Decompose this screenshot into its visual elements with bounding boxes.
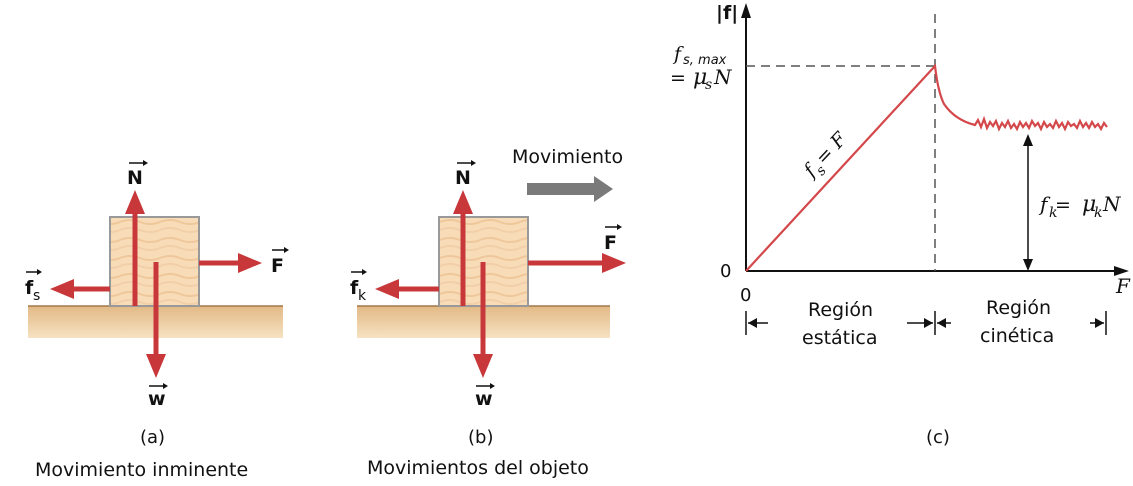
svg-text:s, max: s, max	[683, 53, 727, 68]
static-friction-sub-a: s	[33, 288, 40, 304]
region-kinetic-line2: cinética	[980, 325, 1054, 347]
normal-force-label-b: N	[455, 167, 471, 189]
svg-text:=: =	[1055, 194, 1071, 216]
normal-force-arrow-a	[125, 190, 145, 306]
applied-force-arrow-b	[528, 253, 626, 273]
svg-text:μ: μ	[693, 65, 707, 90]
x-origin-label: 0	[740, 285, 751, 306]
panel-b: Movimiento N w F	[350, 146, 626, 479]
kinetic-friction-arrow-b	[375, 279, 439, 299]
fsmax-label: f s, max = μ s N	[670, 43, 733, 93]
y-axis	[741, 3, 751, 271]
caption-a: (a)	[140, 427, 165, 448]
svg-text:s: s	[705, 77, 712, 93]
kinetic-friction-label-b: f	[350, 277, 359, 299]
applied-force-arrow-a	[199, 253, 262, 273]
panel-a: N w F f s (a) Movimiento inminente	[25, 160, 289, 481]
x-axis	[746, 266, 1129, 276]
svg-text:μ: μ	[1082, 192, 1096, 217]
motion-label: Movimiento	[512, 146, 623, 168]
applied-force-label-a: F	[271, 255, 284, 277]
region-static-line1: Región	[808, 299, 873, 321]
svg-text:k: k	[1049, 205, 1057, 221]
region-static-line2: estática	[802, 327, 878, 349]
panel-c-graph: |f| F 0 0 f s, max = μ s N f s = F	[670, 2, 1131, 448]
friction-curve	[745, 63, 1108, 272]
kinetic-friction-sub-b: k	[358, 288, 367, 304]
kinetic-friction-label: f k = μ k N	[1038, 192, 1122, 221]
y-axis-label: |f|	[716, 2, 738, 24]
applied-force-label-b: F	[604, 232, 617, 254]
kinetic-double-arrow	[1023, 134, 1033, 271]
svg-text:N: N	[713, 65, 733, 89]
caption-b: (b)	[468, 427, 493, 448]
svg-text:f: f	[672, 43, 684, 65]
region-kinetic-line1: Región	[986, 297, 1051, 319]
title-a: Movimiento inminente	[35, 459, 248, 481]
y-origin-label: 0	[720, 261, 731, 282]
svg-text:N: N	[1102, 192, 1122, 216]
static-friction-arrow-a	[50, 279, 110, 299]
region-arrowheads	[748, 318, 1104, 328]
weight-label-b: w	[475, 388, 493, 410]
static-friction-label-a: f	[25, 277, 34, 299]
normal-force-label-a: N	[127, 167, 143, 189]
weight-arrow-a	[146, 262, 166, 378]
title-b: Movimientos del objeto	[367, 457, 589, 479]
caption-c: (c)	[926, 427, 950, 448]
svg-text:k: k	[1094, 205, 1102, 221]
svg-text:=: =	[670, 67, 686, 89]
normal-force-arrow-b	[453, 190, 473, 306]
static-slope-label: f s = F	[798, 128, 852, 183]
motion-arrow	[527, 176, 613, 202]
weight-label-a: w	[148, 388, 166, 410]
weight-arrow-b	[473, 262, 493, 378]
x-axis-label: F	[1115, 274, 1131, 298]
